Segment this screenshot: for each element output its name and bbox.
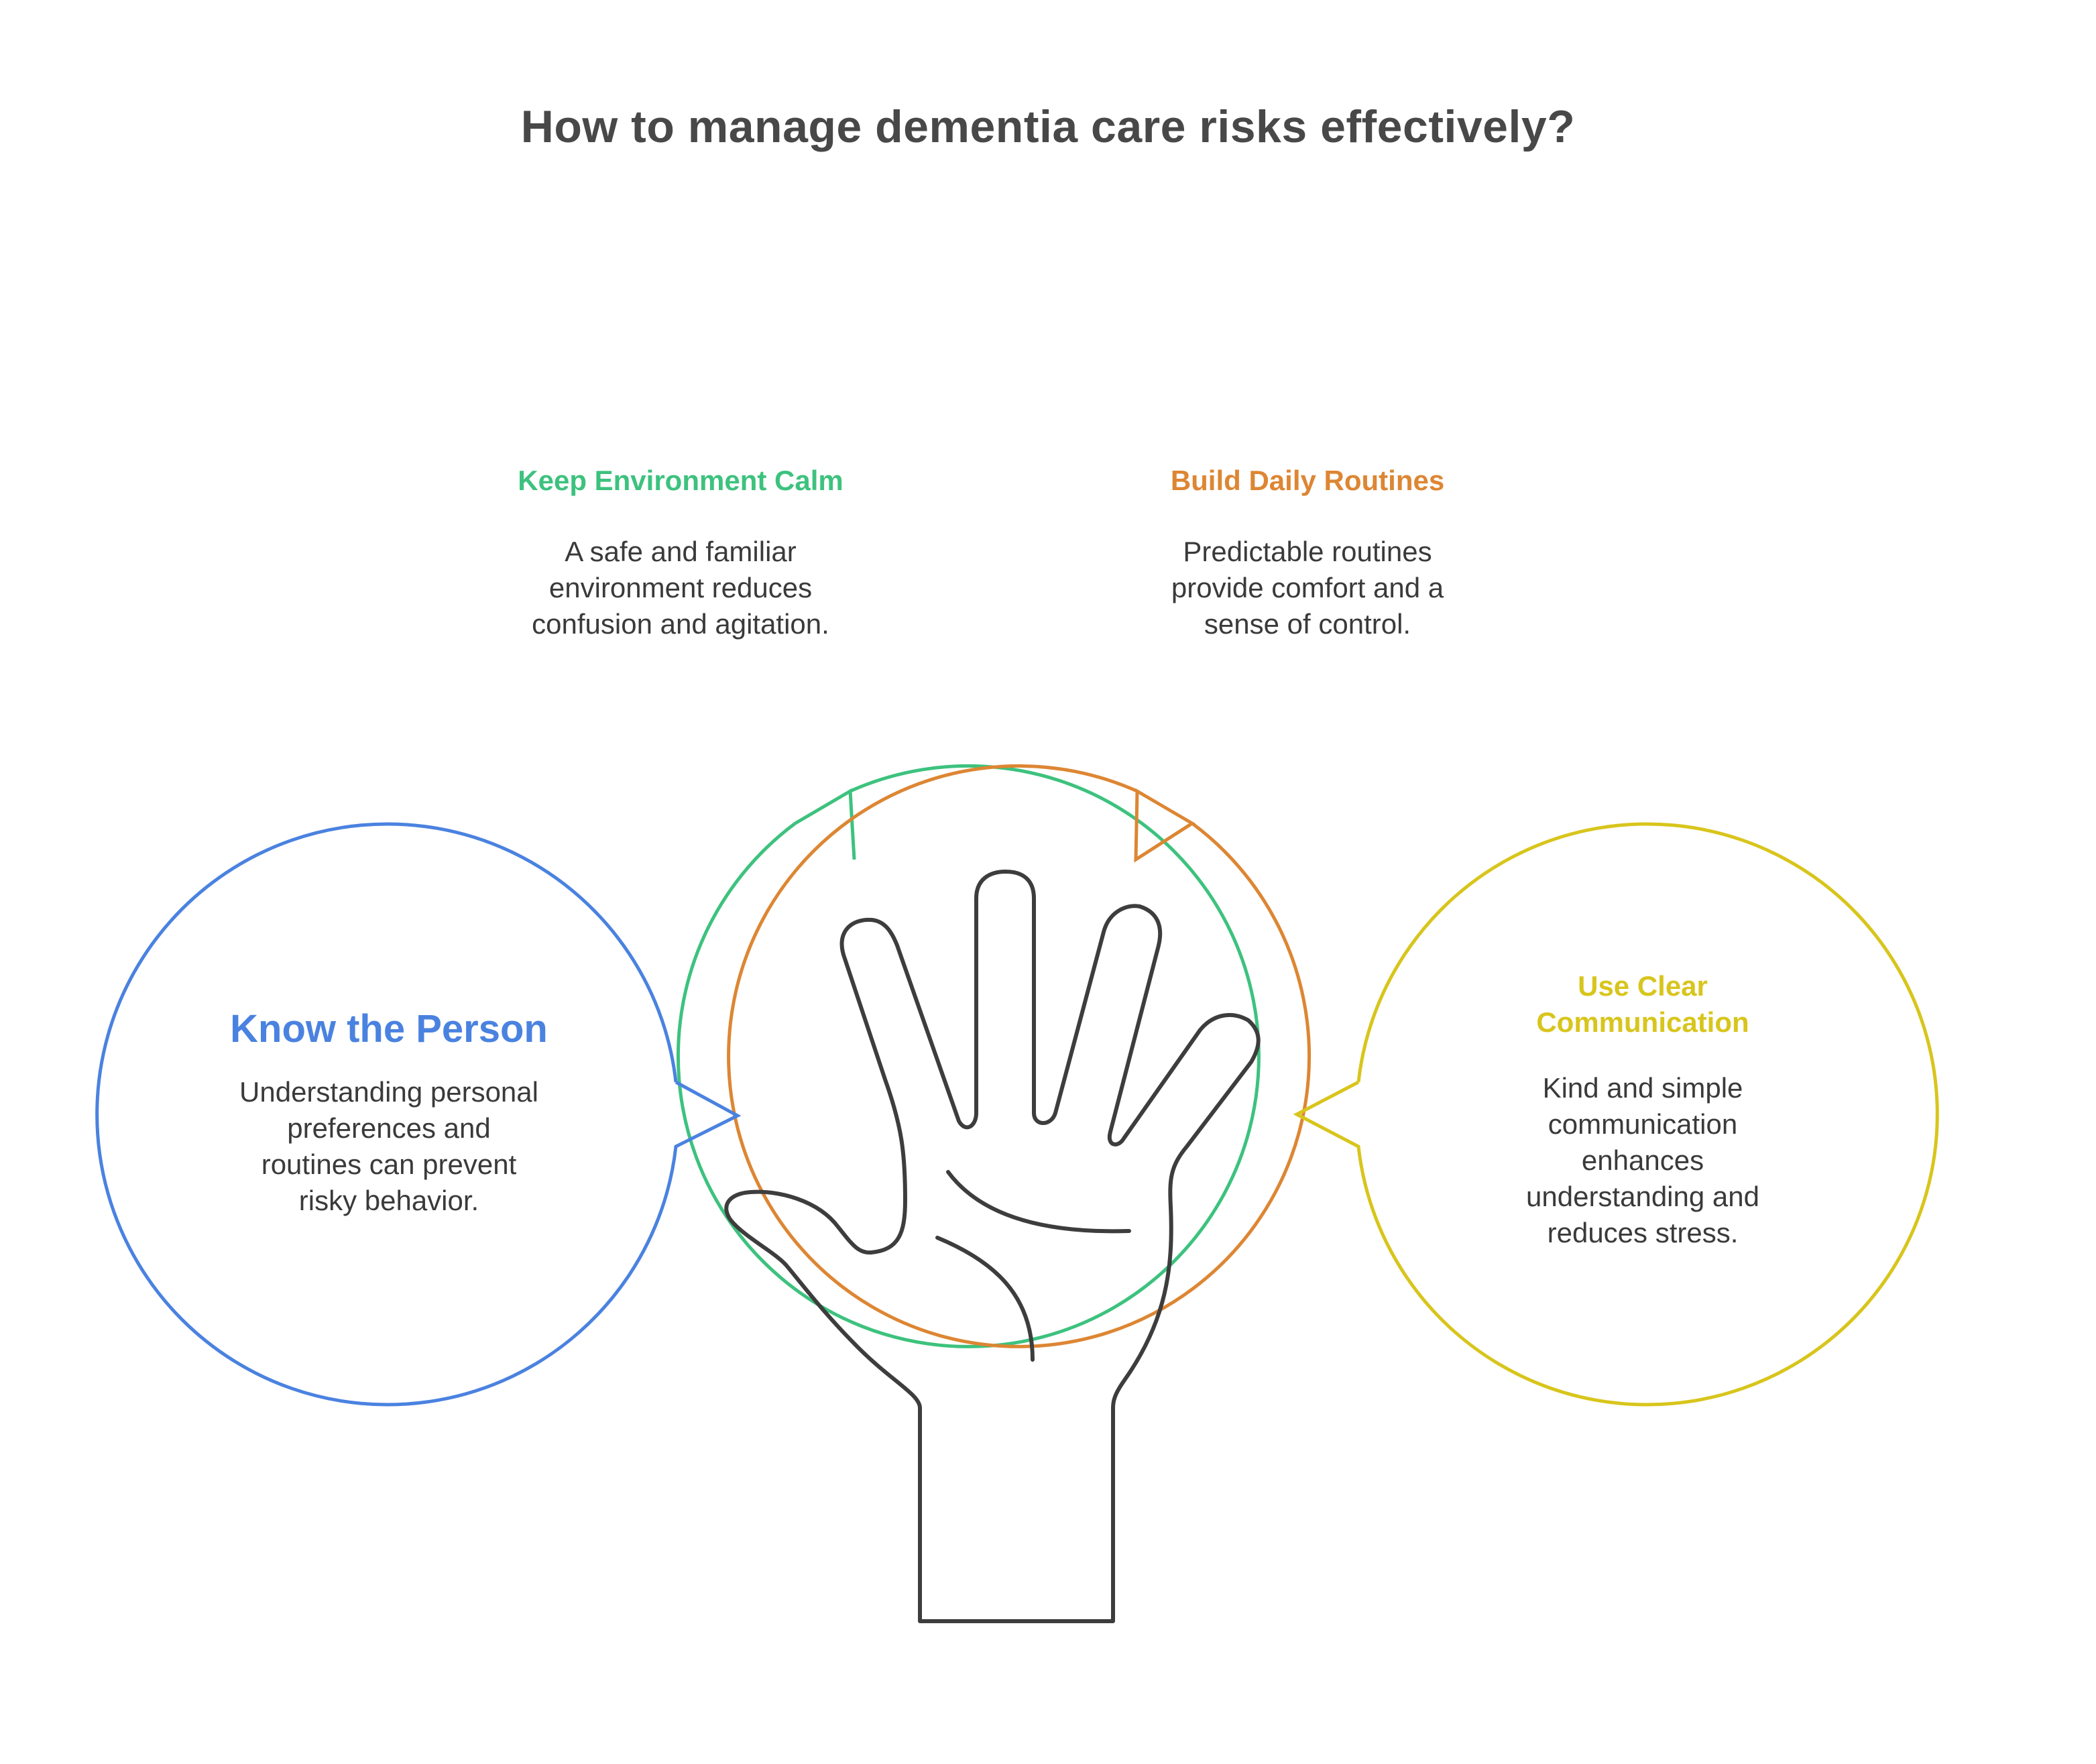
routines-body: Predictable routines provide comfort and…: [1106, 534, 1509, 642]
environment-text-block: Keep Environment Calm A safe and familia…: [483, 463, 878, 642]
speech-bubble-communication: [1293, 822, 1939, 1407]
speech-bubble-environment: [676, 764, 1261, 1348]
speech-bubble-routines: [727, 764, 1312, 1348]
person-body-line: Understanding personal: [239, 1076, 538, 1108]
palm-line-life: [935, 1236, 1035, 1362]
communication-body-line: Kind and simple: [1542, 1072, 1743, 1104]
communication-body-line: enhances: [1581, 1144, 1704, 1176]
routines-heading: Build Daily Routines: [1170, 465, 1445, 496]
communication-heading: Use Clear Communication: [1475, 968, 1810, 1041]
person-body-line: routines can prevent: [261, 1149, 517, 1180]
environment-body-line: environment reduces: [548, 572, 813, 603]
page-title: How to manage dementia care risks effect…: [520, 101, 1576, 152]
communication-body-line: communication: [1548, 1108, 1738, 1140]
environment-body-line: A safe and familiar: [565, 536, 797, 567]
routines-body-line: sense of control.: [1204, 608, 1411, 640]
communication-body: Kind and simple communication enhances u…: [1475, 1070, 1810, 1251]
routines-text-block: Build Daily Routines Predictable routine…: [1106, 463, 1509, 642]
open-hand-icon: [724, 870, 1261, 1623]
communication-heading-line: Use Clear: [1578, 970, 1708, 1002]
person-heading: Know the Person: [230, 1007, 548, 1051]
routines-body-line: Predictable routines: [1183, 536, 1432, 567]
person-body-line: preferences and: [287, 1112, 491, 1144]
environment-body: A safe and familiar environment reduces …: [483, 534, 878, 642]
person-body-line: risky behavior.: [298, 1185, 479, 1216]
person-body: Understanding personal preferences and r…: [201, 1074, 577, 1219]
communication-body-line: understanding and: [1526, 1181, 1759, 1212]
routines-body-line: provide comfort and a: [1171, 572, 1444, 603]
hand-outline: [724, 870, 1261, 1623]
palm-line-heart: [946, 1170, 1131, 1234]
communication-body-line: reduces stress.: [1547, 1217, 1739, 1248]
person-text-block: Know the Person Understanding personal p…: [201, 1006, 577, 1219]
speech-bubble-person: [95, 822, 742, 1407]
communication-heading-line: Communication: [1536, 1006, 1749, 1038]
communication-text-block: Use Clear Communication Kind and simple …: [1475, 968, 1810, 1251]
environment-body-line: confusion and agitation.: [532, 608, 829, 640]
environment-heading: Keep Environment Calm: [518, 465, 843, 496]
